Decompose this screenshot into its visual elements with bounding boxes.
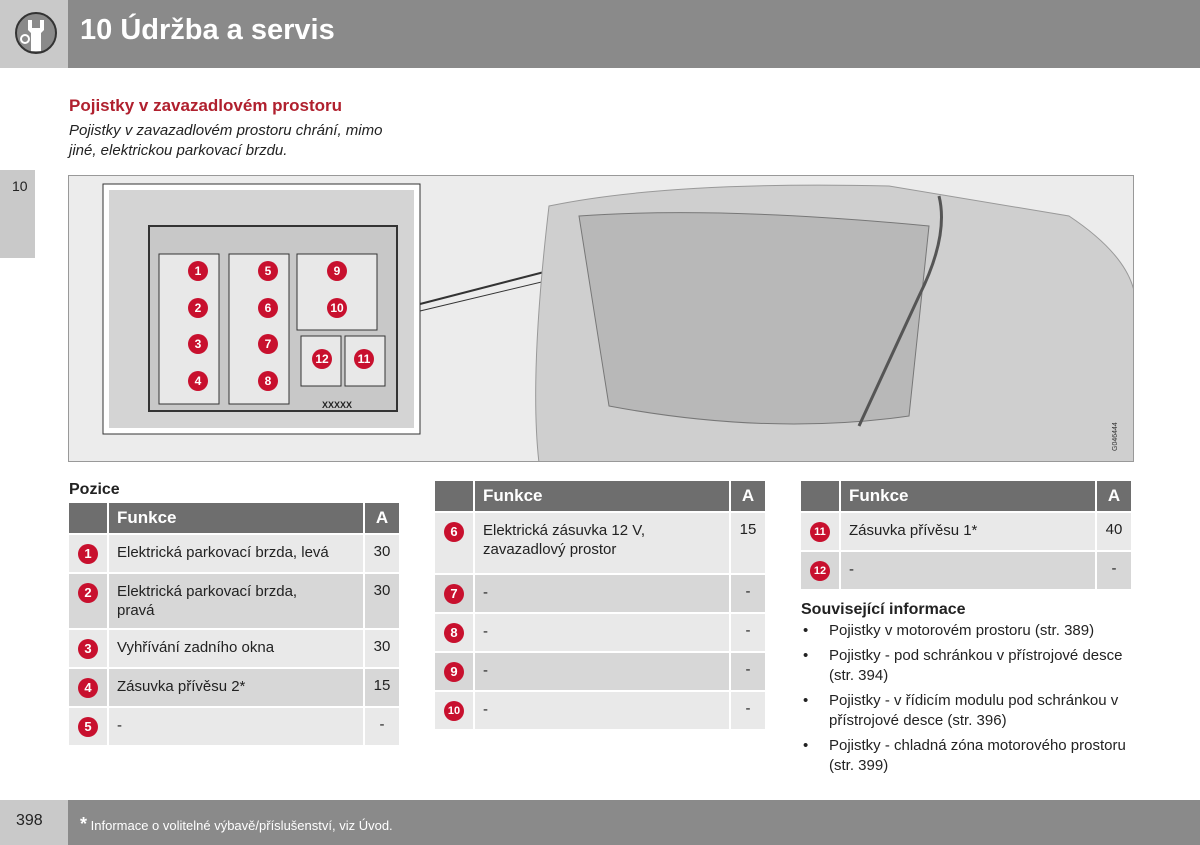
fuse-badge-2: 2 xyxy=(188,298,208,318)
table-row: 12-- xyxy=(801,552,1131,589)
section-intro: Pojistky v zavazadlovém prostoru chrání,… xyxy=(69,122,383,159)
fuse-badge-10: 10 xyxy=(327,298,347,318)
footnote: * Informace o volitelné výbavě/příslušen… xyxy=(80,814,393,834)
footer-left xyxy=(0,800,68,845)
col-header-function: Funkce xyxy=(475,481,729,511)
fuse-badge-4: 4 xyxy=(188,371,208,391)
header-bar xyxy=(68,0,1200,68)
related-link[interactable]: Pojistky v motorovém prostoru (str. 389) xyxy=(801,621,1141,641)
chapter-title: 10 Údržba a servis xyxy=(80,14,335,46)
related-link[interactable]: Pojistky - pod schránkou v přístrojové d… xyxy=(801,646,1141,686)
wrench-nut-icon xyxy=(15,12,57,54)
fuse-badge-7: 7 xyxy=(258,334,278,354)
related-info-title: Související informace xyxy=(801,601,966,618)
col-header-function: Funkce xyxy=(841,481,1095,511)
table-row: 8-- xyxy=(435,614,765,651)
col-header-amp: A xyxy=(365,503,399,533)
fuse-badge-1: 1 xyxy=(188,261,208,281)
fuse-box-marking: XXXXX xyxy=(322,400,353,410)
related-link[interactable]: Pojistky - v řídicím modulu pod schránko… xyxy=(801,691,1141,731)
footer-bar xyxy=(68,800,1200,845)
fuse-badge-8: 8 xyxy=(258,371,278,391)
related-link[interactable]: Pojistky - chladná zóna motorového prost… xyxy=(801,736,1141,776)
table-row: 10-- xyxy=(435,692,765,729)
section-title: Pojistky v zavazadlovém prostoru xyxy=(69,96,343,115)
chapter-tab: 10 xyxy=(0,170,35,258)
fuse-badge-9: 9 xyxy=(327,261,347,281)
header-icon-area xyxy=(0,0,68,68)
table-row: 7-- xyxy=(435,575,765,612)
fuse-badge-5: 5 xyxy=(258,261,278,281)
col-header-function: Funkce xyxy=(109,503,363,533)
col-header-amp: A xyxy=(1097,481,1131,511)
fuse-illustration: G046444 XXXXX 1 2 3 4 5 6 7 8 9 10 11 12 xyxy=(68,175,1134,462)
fuse-badge-6: 6 xyxy=(258,298,278,318)
related-info-list: Pojistky v motorovém prostoru (str. 389)… xyxy=(801,621,1141,781)
col-header-amp: A xyxy=(731,481,765,511)
pozice-label: Pozice xyxy=(69,481,120,498)
page-number: 398 xyxy=(16,812,43,829)
table-row: 9-- xyxy=(435,653,765,690)
fuse-badge-3: 3 xyxy=(188,334,208,354)
figure-code: G046444 xyxy=(1112,422,1119,451)
fuse-badge-11: 11 xyxy=(354,349,374,369)
illustration-drawing: G046444 xyxy=(102,183,1133,461)
table-row: 5-- xyxy=(69,708,399,745)
fuse-badge-12: 12 xyxy=(312,349,332,369)
